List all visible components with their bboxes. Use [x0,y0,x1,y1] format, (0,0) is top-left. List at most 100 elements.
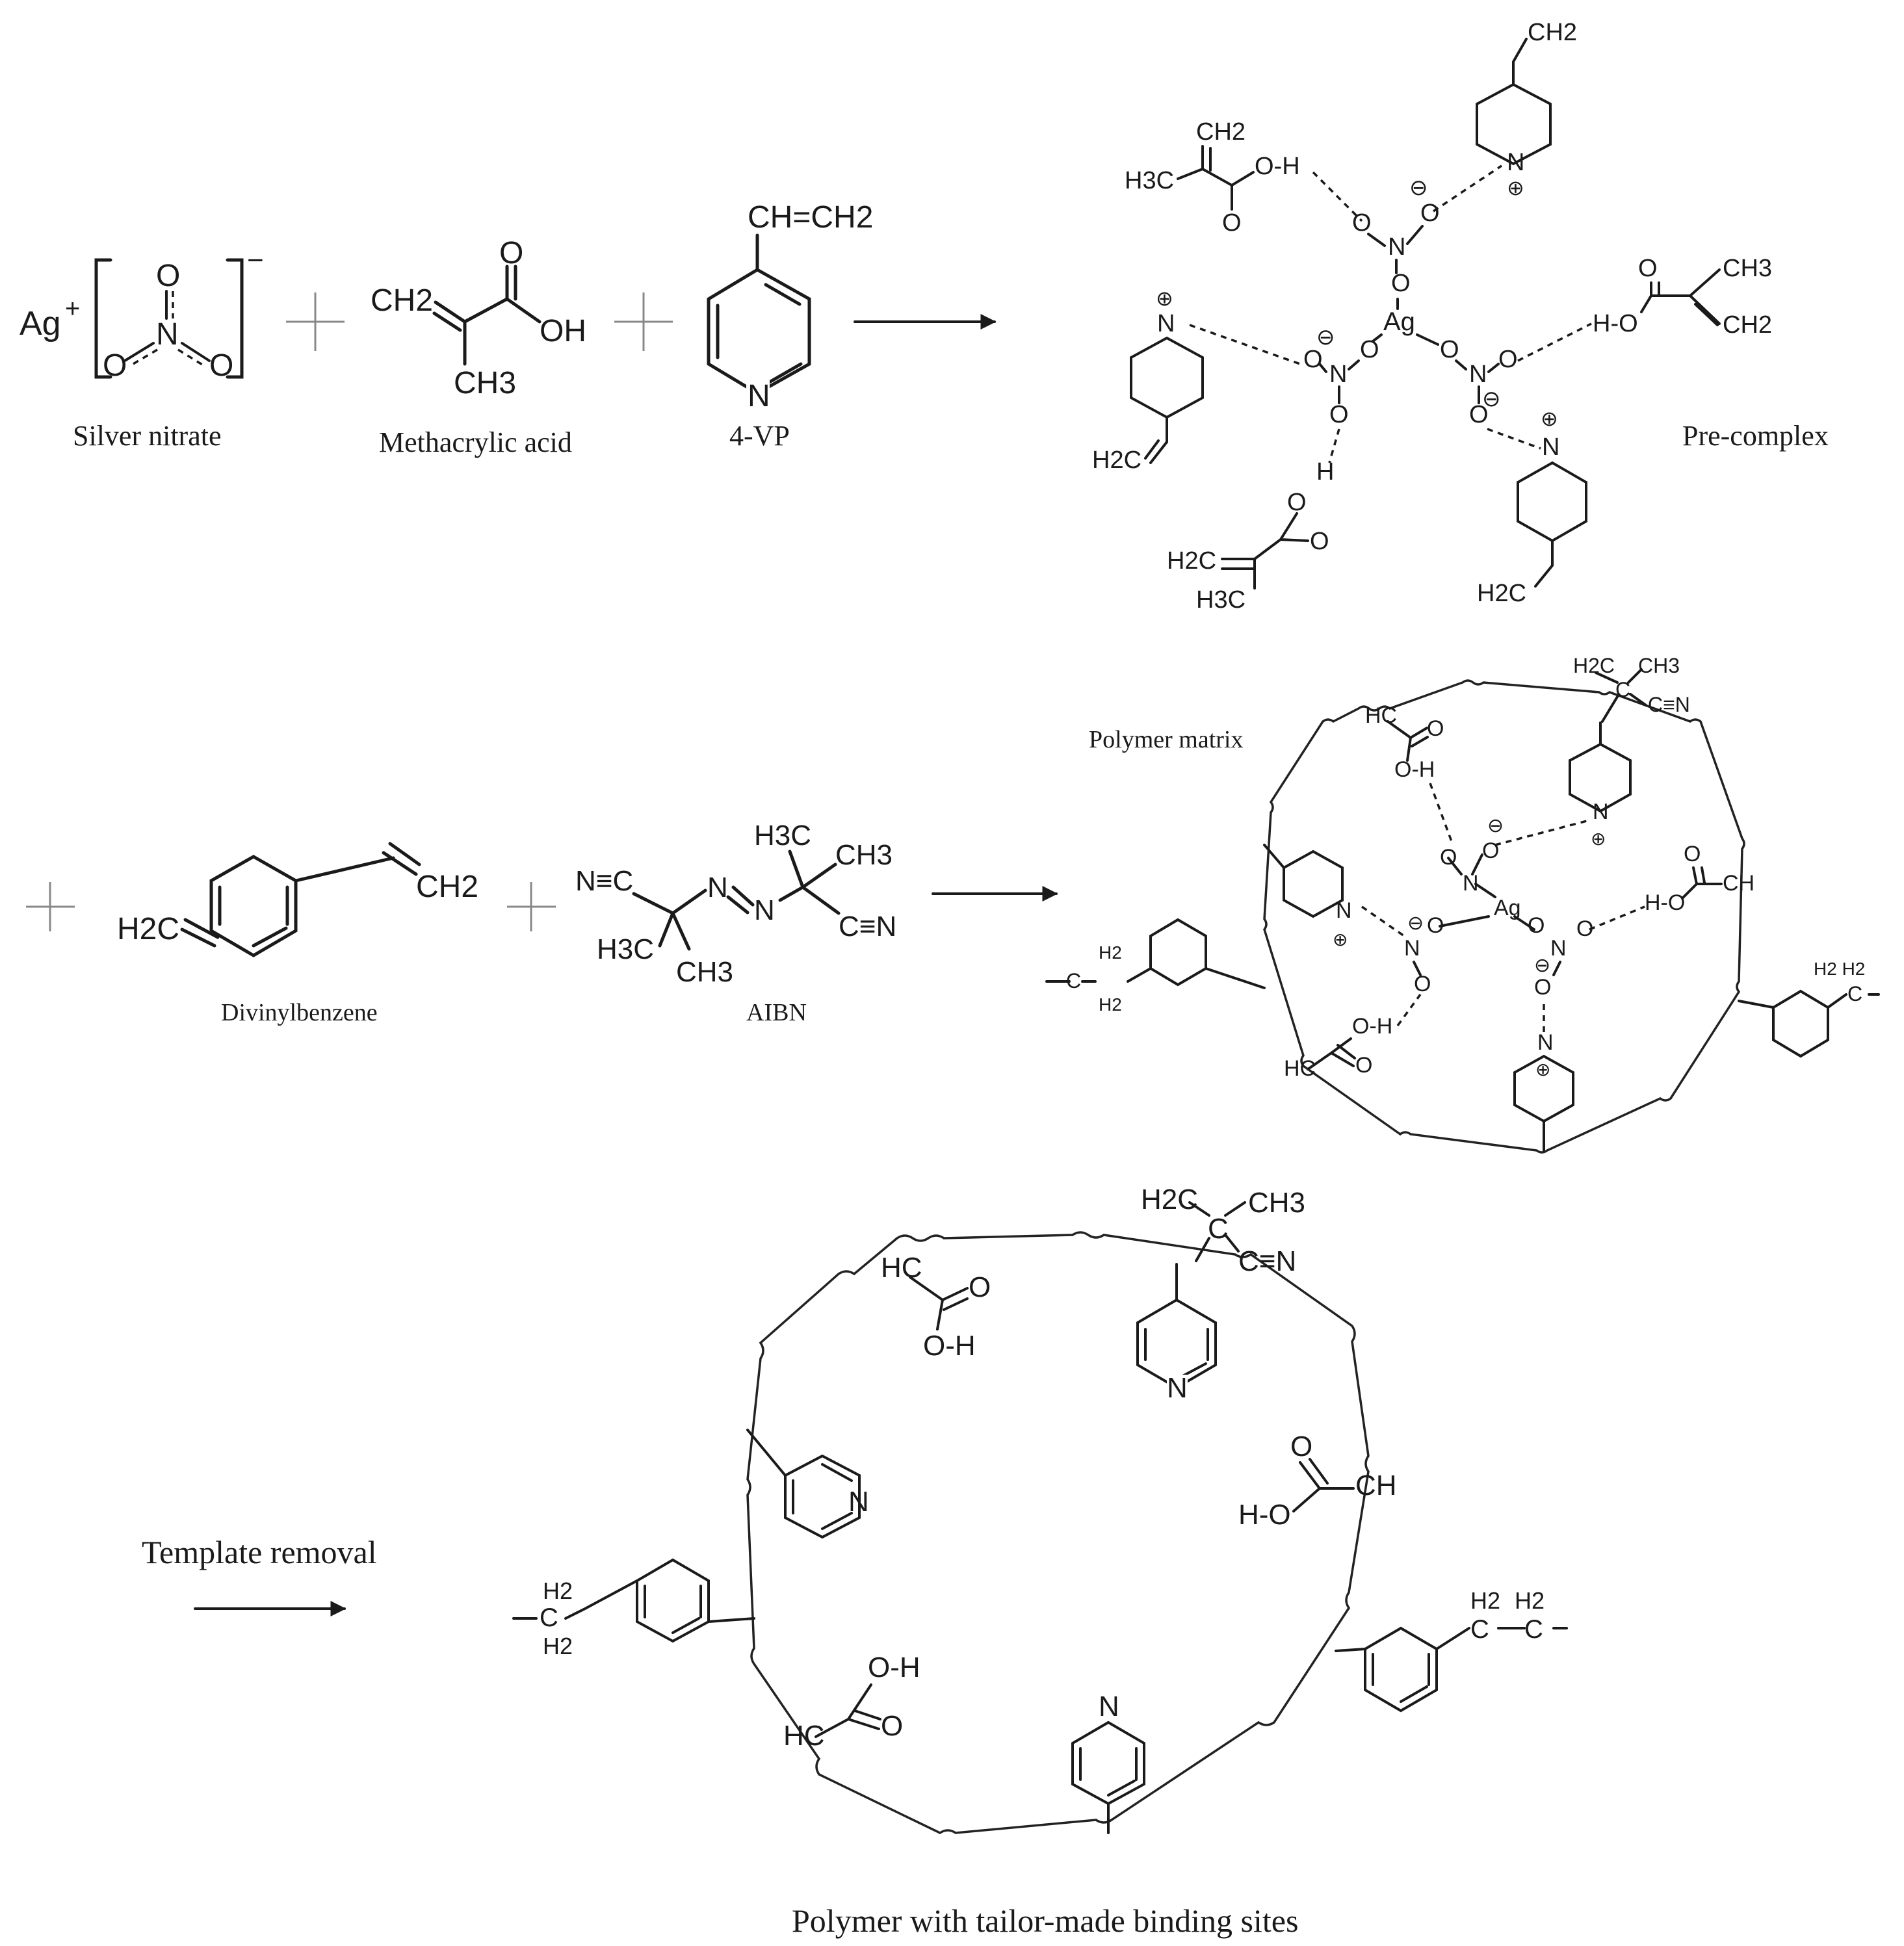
dvb-ch2: CH2 [416,870,478,904]
pc-o2b: O [1329,401,1349,428]
pc-minus1: ⊖ [1409,175,1428,200]
imprinted-polymer-structure: H2C CH3 C C≡N N HC O O-H N O H-O CH H2 C… [512,1184,1568,1835]
pc-o3b: O [1469,401,1489,428]
pc-maa2-ch2: CH2 [1723,311,1772,339]
pm-minus2: ⊖ [1407,913,1424,934]
pm-o3b: O [1534,975,1551,1000]
plus-sign-3 [26,882,75,931]
silver-nitrate-structure: Ag + − O N O O [20,244,264,383]
vp-vinyl: CH=CH2 [748,200,873,235]
pc-maa3-h3c: H3C [1196,586,1245,614]
pc-maa3-h: H [1316,458,1334,486]
vp-n: N [748,379,770,413]
pm-hc2-ch: CH [1723,871,1754,896]
ip-hc2-ho: H-O [1238,1499,1291,1531]
ip-hc1: HC [881,1252,922,1284]
pre-complex-structure: Ag O N O O ⊖ O N O O ⊖ O N O O ⊖ H3C CH2… [1092,19,1772,614]
pm-n2: N [1404,936,1420,961]
plus-sign-2 [614,292,673,351]
aibn-nc: N≡C [575,865,633,897]
aibn-n1: N [707,872,728,903]
pc-maa1-ch2: CH2 [1196,118,1245,146]
pc-py3-plus: ⊕ [1541,407,1558,430]
pm-dvb1-h2b: H2 [1099,994,1122,1015]
ip-dvb2-h2a: H2 [1470,1587,1500,1614]
ip-dvb2-c1: C [1470,1615,1489,1644]
aibn-caption: AIBN [746,999,807,1026]
silver-nitrate-caption: Silver nitrate [73,420,222,452]
pc-py1-ch2: CH2 [1528,19,1577,46]
pc-minus3: ⊖ [1482,387,1501,411]
pc-py2-n: N [1157,310,1175,337]
pc-n1: N [1388,233,1405,261]
imprinted-cavity-border [746,1231,1370,1835]
pc-o2: O [1360,336,1379,363]
pm-py3-plus: ⊕ [1535,1059,1550,1080]
aibn-h3c-right: H3C [754,820,811,851]
ip-hc3-oh: O-H [868,1652,920,1683]
pc-py3-h2c: H2C [1477,580,1526,607]
precomplex-ag: Ag [1383,307,1415,336]
maa-ch2: CH2 [371,283,433,318]
final-product-caption: Polymer with tailor-made binding sites [792,1902,1298,1939]
pc-o1: O [1391,270,1411,297]
pm-hc1-oh: O-H [1394,757,1435,782]
pm-dvb2-h2h2: H2 H2 [1814,959,1865,979]
ip-py2-n: N [848,1486,869,1518]
pm-py2-plus: ⊕ [1333,929,1348,950]
pc-n2: N [1329,361,1347,388]
divinylbenzene-structure: H2C CH2 [117,842,478,957]
ip-py1-n: N [1167,1372,1188,1404]
ip-init-h2c: H2C [1141,1184,1198,1215]
ip-hc2-ch: CH [1355,1470,1397,1501]
pm-hc2-o: O [1684,842,1701,866]
vinylpyridine-caption: 4-VP [729,420,790,452]
maa-oh: OH [540,314,586,348]
pm-o2b: O [1414,972,1431,996]
pm-hc3-o: O [1355,1053,1372,1078]
pc-o3: O [1440,336,1459,363]
aibn-structure: N≡C N N H3C CH3 H3C CH3 C≡N [575,820,896,988]
pc-minus2: ⊖ [1316,325,1335,350]
pc-maa2-ch3: CH3 [1723,255,1772,282]
pc-o2a: O [1303,346,1323,373]
pc-o3a: O [1498,346,1518,373]
ip-dvb1-h2a: H2 [543,1577,573,1604]
polymer-matrix-caption: Polymer matrix [1089,726,1243,753]
pm-init-h2c: H2C [1573,654,1615,677]
pm-py1-n: N [1593,799,1609,824]
pm-dvb1-c: C [1066,969,1081,992]
pm-minus1: ⊖ [1487,815,1504,837]
pc-maa1-o: O [1222,209,1242,237]
ip-hc2-o: O [1290,1431,1312,1462]
pc-py2-plus: ⊕ [1156,287,1173,310]
methacrylic-acid-structure: CH2 O OH CH3 [371,236,586,400]
pc-maa3-h2c: H2C [1167,547,1216,575]
pm-init-ch3: CH3 [1638,654,1680,677]
pc-o1b: O [1420,200,1440,227]
ip-dvb1-h2b: H2 [543,1633,573,1659]
template-removal-caption: Template removal [142,1534,377,1570]
ip-init-c: C [1208,1213,1229,1245]
maa-o: O [499,236,523,270]
ip-dvb2-h2b: H2 [1515,1587,1545,1614]
nitrate-o-left: O [103,348,127,383]
pm-py1-plus: ⊕ [1591,829,1606,849]
divinylbenzene-caption: Divinylbenzene [221,999,378,1026]
pm-init-cn: C≡N [1648,693,1690,716]
aibn-ch3-right: CH3 [835,839,893,871]
pc-maa3-o2: O [1310,528,1329,555]
nitrate-n: N [156,317,179,352]
pc-maa2-o: O [1638,255,1658,282]
left-bracket [94,258,112,379]
pm-hc1-o: O [1427,716,1444,741]
pc-maa2-ho: H-O [1593,310,1638,337]
pm-minus3: ⊖ [1534,955,1550,976]
ip-py3-n: N [1099,1691,1119,1722]
maa-ch3: CH3 [454,366,516,400]
vinylpyridine-structure: CH=CH2 N [707,200,873,413]
ip-dvb1-c: C [540,1603,558,1632]
dvb-h2c: H2C [117,912,179,946]
pm-py3-n: N [1537,1030,1554,1055]
